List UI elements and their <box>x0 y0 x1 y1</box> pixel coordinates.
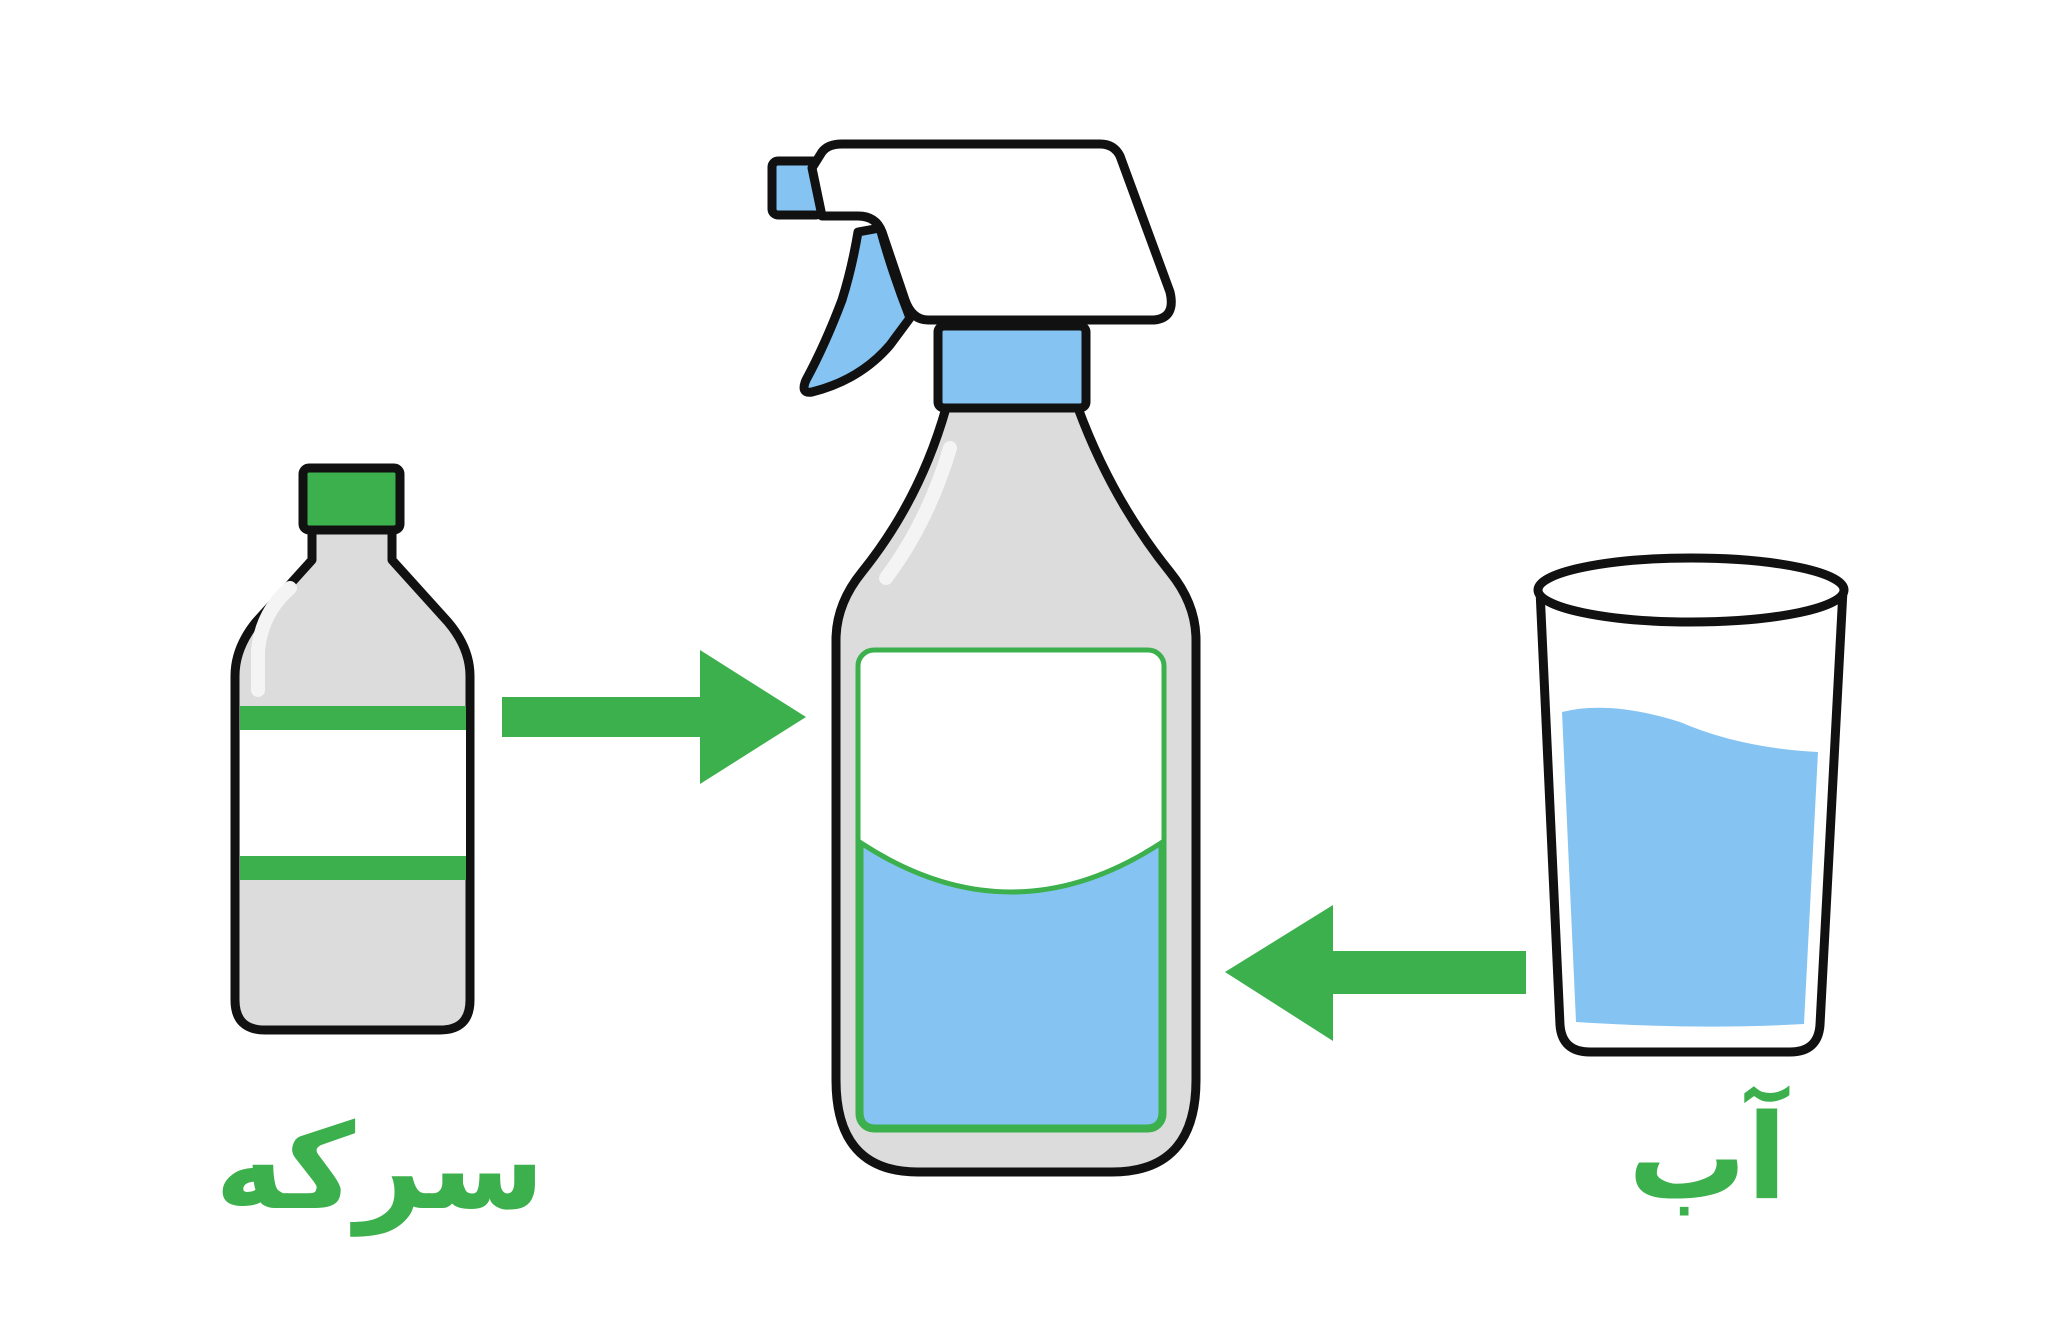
spray-bottle-highlight <box>879 441 957 585</box>
vinegar-bottle-cap <box>298 463 405 535</box>
water-label: آب <box>1628 1088 1788 1226</box>
arrow-left-icon <box>1225 905 1526 1041</box>
spray-bottle-liquid <box>858 838 1164 1130</box>
water-glass-rim <box>1533 553 1849 627</box>
water-glass-icon <box>1533 553 1849 1057</box>
vinegar-bottle-stripe-top <box>240 706 466 730</box>
vinegar-bottle-highlight <box>251 581 297 697</box>
vinegar-bottle-label <box>240 706 466 866</box>
spray-collar <box>933 321 1091 413</box>
spray-bottle-icon <box>767 139 1201 1177</box>
vinegar-label: سرکه <box>215 1098 545 1236</box>
spray-head <box>807 139 1176 325</box>
vinegar-bottle-icon <box>230 463 475 1035</box>
arrow-right-icon <box>502 650 806 784</box>
vinegar-bottle-stripe-bottom <box>240 856 466 880</box>
water-glass-water <box>1562 707 1818 1027</box>
